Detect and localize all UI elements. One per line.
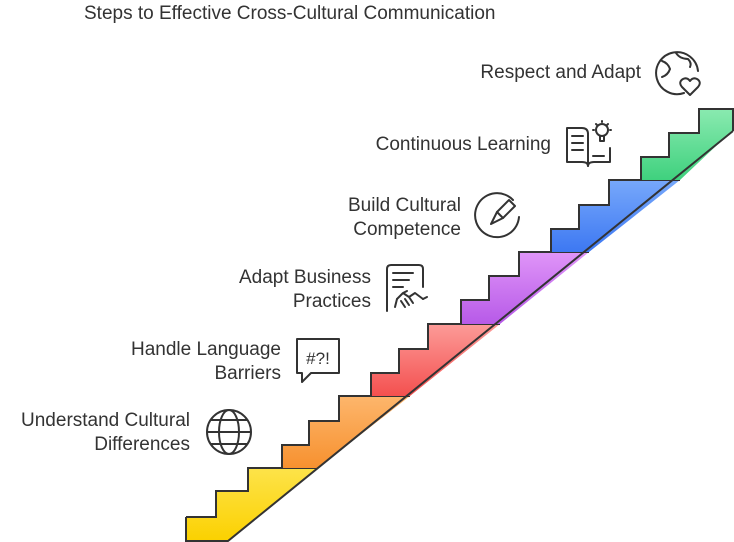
diagram-title: Steps to Effective Cross-Cultural Commun… <box>84 3 496 24</box>
step-5-label: Continuous Learning <box>375 134 551 155</box>
globe-heart-icon <box>655 51 701 96</box>
step-3-section <box>339 324 500 396</box>
speech-bubble-icon: #?! <box>296 338 340 383</box>
step-6-label: Respect and Adapt <box>480 62 641 83</box>
compass-icon <box>474 192 520 239</box>
speech-bubble-text: #?! <box>306 349 330 368</box>
step-2-section <box>248 396 410 468</box>
step-4-section <box>428 252 589 324</box>
step-1-section <box>186 468 318 541</box>
book-lightbulb-icon <box>566 120 612 167</box>
globe-icon <box>206 409 252 455</box>
document-handshake-icon <box>386 264 428 312</box>
step-5-section <box>519 180 680 252</box>
step-6-section <box>609 109 733 180</box>
